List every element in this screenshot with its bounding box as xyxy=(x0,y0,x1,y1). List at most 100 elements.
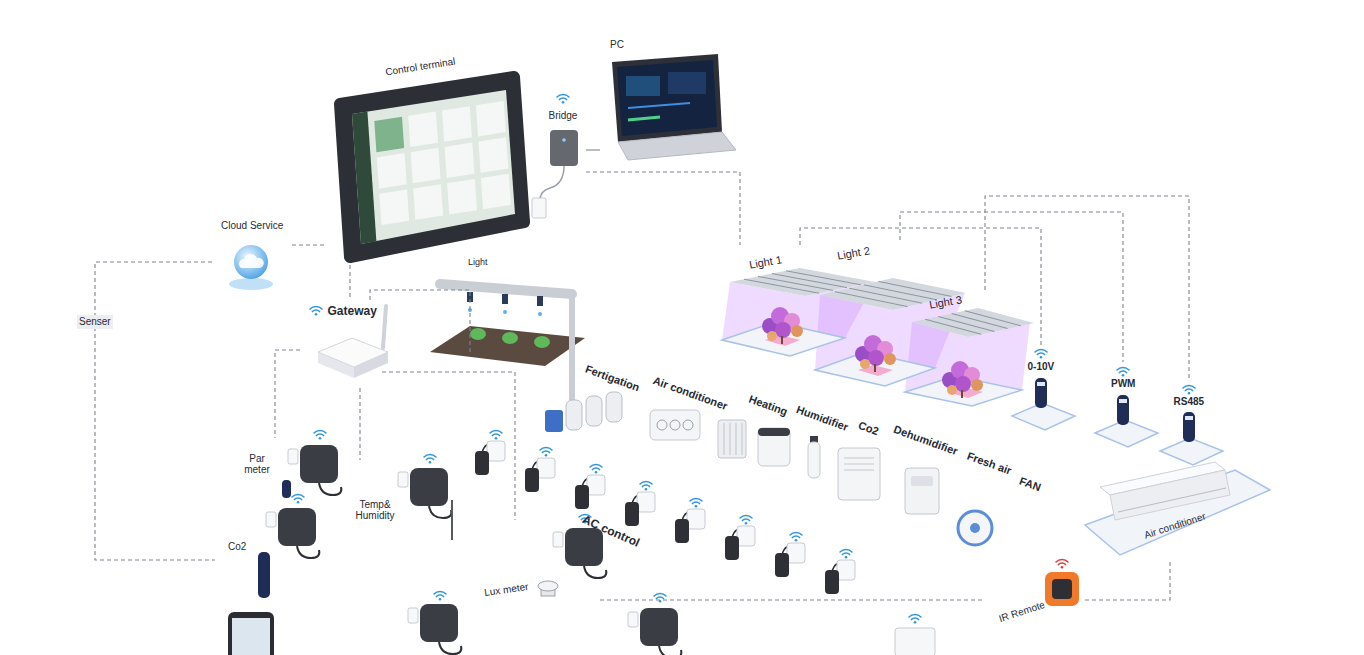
grow-lights-part-part xyxy=(744,279,819,293)
grow-lights-part-part xyxy=(965,311,1021,326)
header-rule xyxy=(0,18,1364,19)
ac-devices-part xyxy=(838,448,880,500)
ac-devices-part xyxy=(670,420,680,430)
dashed-connector xyxy=(382,372,515,520)
ir-remote-device-part xyxy=(1052,579,1072,599)
smart-plugs-part xyxy=(640,482,652,491)
tablet-terminal-part-part xyxy=(413,184,443,220)
ir-remote: IR Remote xyxy=(985,555,1085,640)
sensor-hubs xyxy=(228,431,935,655)
cloud-icon xyxy=(229,245,273,290)
node-label: FAN xyxy=(1018,474,1043,493)
sensor-hubs-part xyxy=(232,618,270,655)
grow-lights-part xyxy=(942,361,983,398)
tablet-terminal-part-part xyxy=(352,112,376,244)
sensor-hubs-part xyxy=(895,628,935,655)
sensor-hubs-part xyxy=(451,500,453,540)
sensor-node: Co2 xyxy=(215,502,330,602)
gateway-router-part xyxy=(310,307,322,316)
cloud-icon-part xyxy=(239,254,264,268)
node-label: Co2 xyxy=(228,541,246,553)
node-label: Fresh air xyxy=(965,449,1013,477)
tablet-terminal-part xyxy=(340,77,524,257)
smart-plugs-part xyxy=(825,560,855,594)
ac-devices-part xyxy=(742,423,743,455)
light-drivers-part xyxy=(1117,368,1129,377)
ac-devices-part xyxy=(730,423,731,455)
irrigation-illustration-part xyxy=(534,336,550,348)
bridge-device-part xyxy=(562,138,566,142)
ac-devices-part xyxy=(650,410,700,440)
dashed-connector xyxy=(349,265,350,300)
ac-devices-part xyxy=(657,420,667,430)
node-label: Air conditioner xyxy=(651,374,729,413)
header-wash xyxy=(0,0,115,75)
laptop-pc-part xyxy=(628,103,690,108)
node-label: Par meter xyxy=(240,453,274,476)
bridge-device-part xyxy=(540,166,564,200)
irrigation-illustration-part xyxy=(537,296,543,306)
tablet-terminal-part-part xyxy=(478,137,508,173)
cloud-service: Cloud Service xyxy=(212,216,292,298)
gateway-router-part xyxy=(318,338,388,367)
air-conditioner-unit xyxy=(1085,462,1270,555)
grow-lights-part-part xyxy=(786,271,861,285)
irrigation-illustration-part xyxy=(538,312,542,316)
ac-devices-part xyxy=(724,423,725,455)
grow-lights-part-part xyxy=(878,281,951,296)
light-drivers-part xyxy=(1037,382,1045,386)
grow-lights-part xyxy=(762,307,803,344)
sensor-hubs-part xyxy=(266,508,319,558)
connector-label: Senser xyxy=(77,315,113,329)
grow-lights-part-part xyxy=(912,308,1034,337)
dashed-connector xyxy=(370,290,470,352)
node-label: Control terminal xyxy=(384,56,456,78)
gateway-router xyxy=(310,306,388,378)
device-label: Fresh air xyxy=(961,446,1018,480)
irrigation-illustration-part xyxy=(502,332,518,344)
light-drivers-part xyxy=(1035,378,1047,408)
bridge-device xyxy=(532,95,578,218)
scene-panel xyxy=(40,30,1306,655)
light-fixture: Light 3 xyxy=(905,290,1005,430)
irrigation-illustration-part xyxy=(503,310,507,314)
grow-lights-part xyxy=(912,308,1034,337)
air-conditioner-unit-part xyxy=(1118,488,1226,512)
sensor-hubs-part xyxy=(314,431,326,440)
sensor-node: Lux meter xyxy=(470,520,600,615)
dashed-connector xyxy=(900,212,1123,362)
node-label: 0-10V xyxy=(1028,361,1055,373)
air-conditioner-unit-part xyxy=(1085,470,1270,555)
ac-devices-part xyxy=(586,396,602,426)
air-conditioner-unit: Air conditioner xyxy=(1085,465,1270,560)
ac-devices-part xyxy=(545,410,563,432)
sensor-node: Temp& Humidity xyxy=(345,460,465,545)
tablet-terminal-part xyxy=(352,90,512,244)
node-label: PC xyxy=(610,39,624,51)
platform-top xyxy=(400,398,1045,632)
sensor-hubs-part xyxy=(538,581,558,591)
grow-lights-part-part xyxy=(864,285,937,300)
irrigation-illustration-part xyxy=(470,328,486,340)
irrigation-illustration xyxy=(430,284,585,400)
bridge-device-part xyxy=(557,95,569,104)
tablet-terminal-part-part xyxy=(442,106,472,142)
node-label: Dehumidifier xyxy=(891,422,959,457)
node-label: Temp& Humidity xyxy=(349,499,401,522)
node-label: Light 2 xyxy=(836,244,871,262)
irrigation-illustration-part xyxy=(502,294,508,304)
node-label: Fertigation xyxy=(583,362,641,393)
ac-devices-part xyxy=(970,523,980,533)
smart-plugs-part xyxy=(540,448,552,457)
light-drivers-part xyxy=(1183,386,1195,395)
device-label: Fertigation xyxy=(579,359,646,397)
bridge-device-part xyxy=(550,130,578,166)
node-label: AC control xyxy=(579,513,641,551)
dashed-connector xyxy=(292,244,325,245)
cloud-icon-part xyxy=(229,278,273,290)
node-label: Heating xyxy=(747,392,789,418)
grow-lights-part-part xyxy=(820,278,966,310)
